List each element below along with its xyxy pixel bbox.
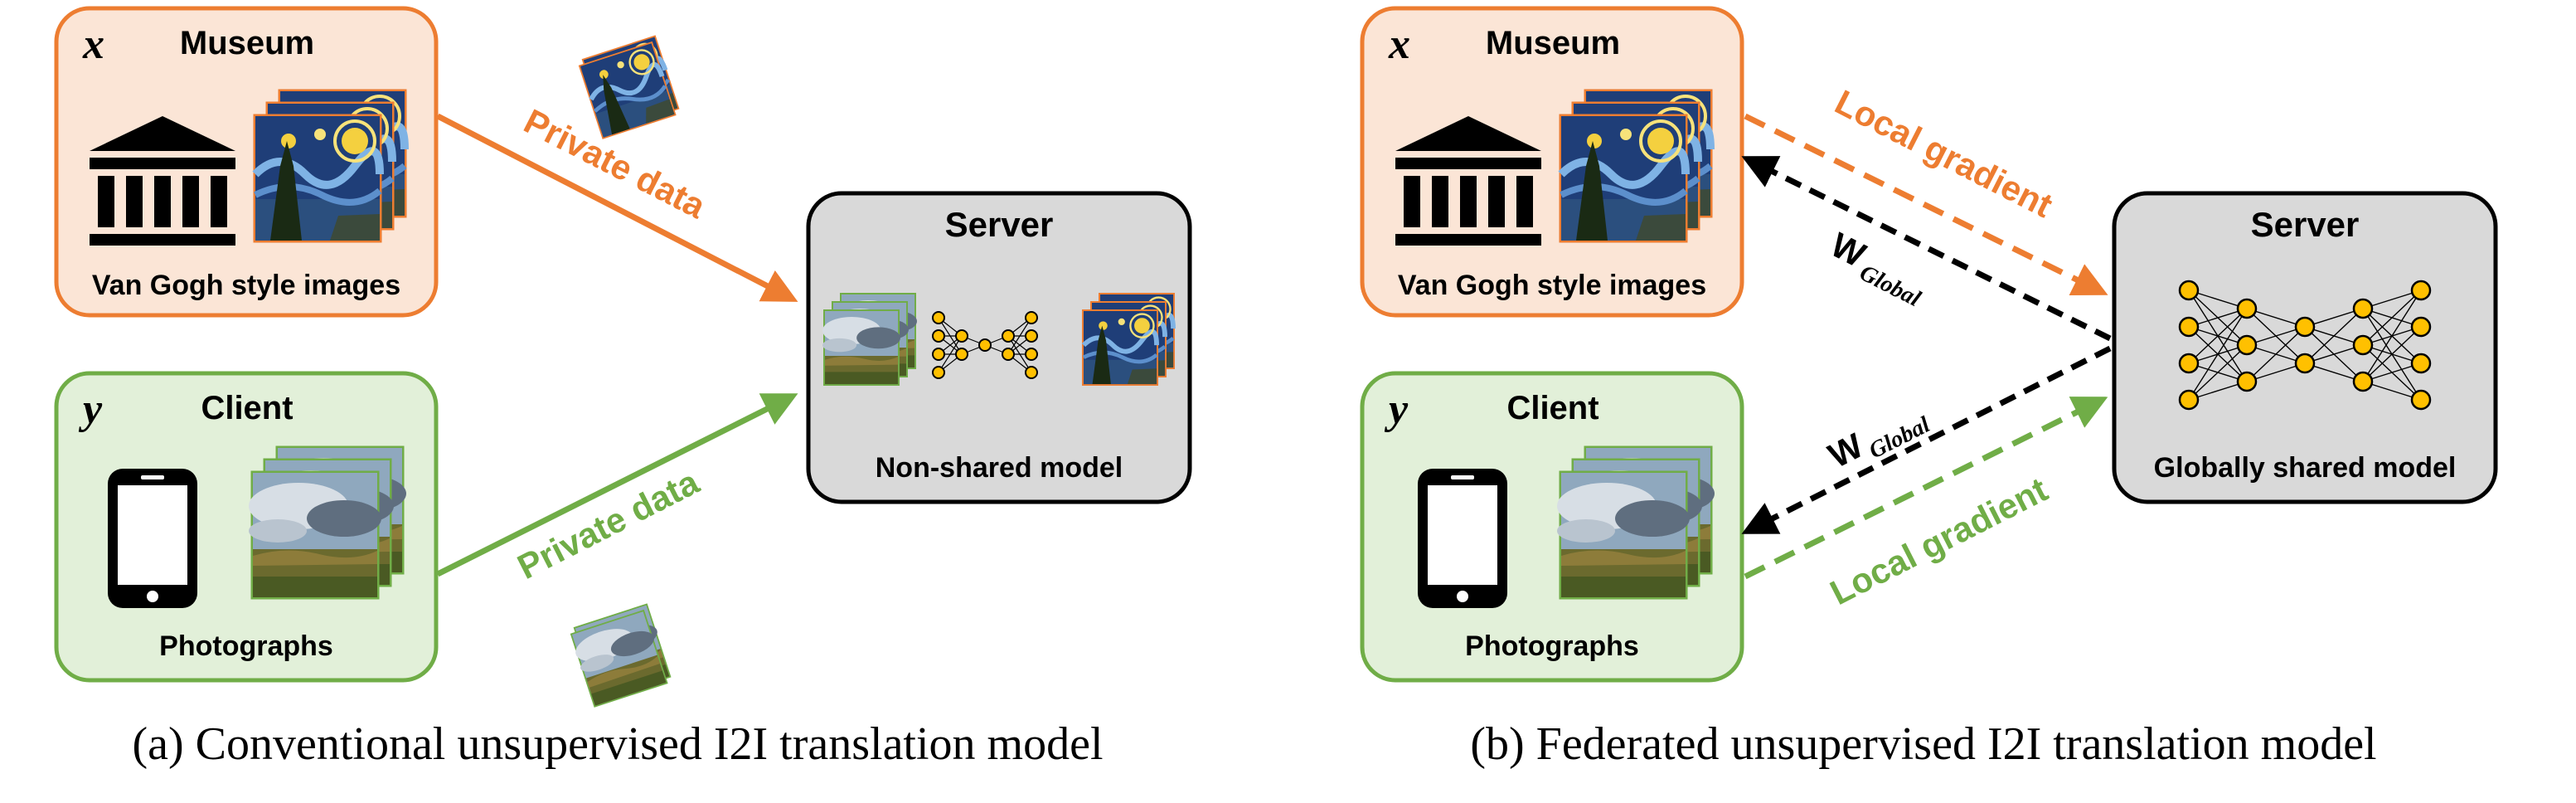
client-box: y Client Photographs xyxy=(54,371,439,683)
weight-subscript: Global xyxy=(1865,411,1934,464)
global-weight-label-top: WGlobal xyxy=(1822,225,1933,312)
server-title: Server xyxy=(945,205,1054,244)
museum-symbol: x xyxy=(82,21,104,68)
museum-title: Museum xyxy=(180,25,314,61)
global-weight-label-bottom: WGlobal xyxy=(1822,394,1934,481)
global-weight-arrow-top xyxy=(1741,156,2112,342)
server-title: Server xyxy=(2251,205,2360,244)
photo-stack-icon xyxy=(1557,445,1715,600)
output-painting-stack-icon xyxy=(1084,294,1173,384)
museum-box: x Museum Van Gogh style images xyxy=(1360,6,1744,318)
client-title: Client xyxy=(201,390,293,426)
museum-title: Museum xyxy=(1486,25,1620,61)
weight-subscript: Global xyxy=(1856,260,1925,312)
global-weight-arrow-bottom xyxy=(1741,345,2112,534)
weight-base: W xyxy=(1822,426,1870,475)
flying-painting-stack-icon xyxy=(579,37,679,138)
client-caption: Photographs xyxy=(1465,630,1639,662)
painting-stack-icon xyxy=(1561,91,1710,241)
museum-symbol: x xyxy=(1388,21,1410,68)
museum-caption: Van Gogh style images xyxy=(1398,270,1706,301)
local-gradient-label-top: Local gradient xyxy=(1829,82,2059,225)
phone-icon xyxy=(108,469,197,608)
local-gradient-label-bottom: Local gradient xyxy=(1824,470,2054,612)
client-title: Client xyxy=(1506,390,1598,426)
painting-stack-icon xyxy=(255,91,405,241)
panel-b-caption: (b) Federated unsupervised I2I translati… xyxy=(1470,718,2376,770)
museum-box: x Museum Van Gogh style images xyxy=(54,6,439,318)
flying-photo-stack-icon xyxy=(570,603,672,708)
input-photo-stack-icon xyxy=(822,293,917,386)
client-caption: Photographs xyxy=(159,630,333,662)
private-data-arrow-top xyxy=(436,113,798,302)
private-data-arrow-bottom xyxy=(436,393,798,577)
panel-a-caption: (a) Conventional unsupervised I2I transl… xyxy=(132,718,1103,770)
server-box: Server Non-shared model xyxy=(806,191,1192,504)
server-box: Server Globally shared model xyxy=(2112,191,2498,504)
museum-caption: Van Gogh style images xyxy=(92,270,400,301)
phone-icon xyxy=(1418,469,1507,608)
photo-stack-icon xyxy=(249,445,406,600)
server-caption: Globally shared model xyxy=(2154,452,2457,484)
client-box: y Client Photographs xyxy=(1360,371,1744,683)
panel-b: x Museum Van Gogh style images y Client xyxy=(1360,6,2498,770)
panel-a: x Museum Van Gogh style images y Client xyxy=(54,6,1192,770)
server-caption: Non-shared model xyxy=(876,452,1123,484)
